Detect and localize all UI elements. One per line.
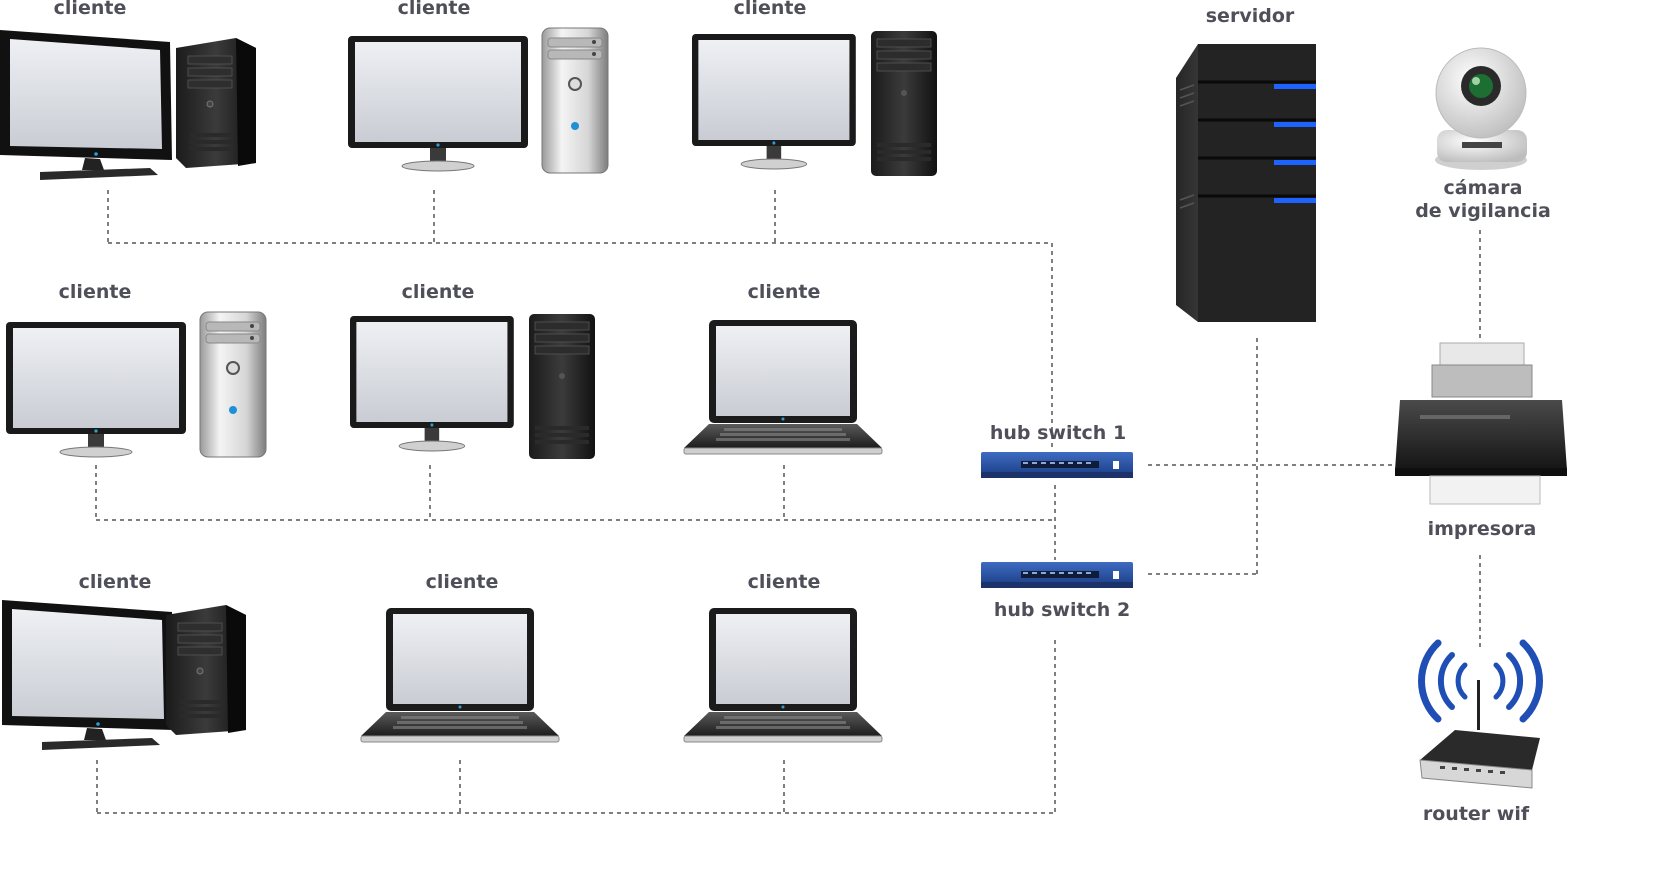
router-icon	[1418, 639, 1543, 789]
connection-lines	[95, 190, 1481, 814]
client-label: cliente	[78, 571, 152, 593]
hub-switch-1-label: hub switch 1	[989, 422, 1127, 444]
server-led	[1274, 198, 1316, 203]
client-r2-3	[683, 319, 883, 455]
server-icon	[1176, 44, 1316, 322]
monitor-icon	[2, 600, 174, 750]
client-label: cliente	[425, 571, 499, 593]
client-label: cliente	[747, 281, 821, 303]
monitor-icon	[691, 33, 857, 170]
client-label: cliente	[733, 0, 807, 19]
router-label: router wif	[1422, 803, 1530, 825]
tower-icon	[175, 37, 257, 169]
tower-icon	[199, 311, 267, 458]
client-label: cliente	[58, 281, 132, 303]
tower-icon	[870, 30, 938, 177]
camera-icon	[1435, 47, 1527, 170]
monitor-icon	[347, 35, 529, 172]
switch-icon	[981, 452, 1133, 478]
tower-icon	[165, 604, 247, 736]
camera-label-line1: cámara	[1443, 177, 1523, 199]
printer-label: impresora	[1427, 518, 1537, 540]
laptop-icon	[683, 319, 883, 455]
server-led	[1274, 160, 1316, 165]
monitor-icon	[5, 321, 187, 458]
switch-icon	[981, 562, 1133, 588]
client-r3-2	[360, 607, 560, 743]
camera-label-line2: de vigilancia	[1415, 200, 1551, 222]
client-r1-1	[0, 30, 257, 180]
tower-icon	[541, 27, 609, 174]
client-label: cliente	[401, 281, 475, 303]
laptop-icon	[683, 607, 883, 743]
hub-switch-2-label: hub switch 2	[993, 599, 1131, 621]
tower-icon	[528, 313, 596, 460]
client-r3-1	[2, 600, 247, 750]
client-label: cliente	[53, 0, 127, 19]
monitor-icon	[349, 315, 515, 452]
printer-icon	[1395, 342, 1567, 505]
client-label: cliente	[397, 0, 471, 19]
laptop-icon	[360, 607, 560, 743]
server-led	[1274, 122, 1316, 127]
server-led	[1274, 84, 1316, 89]
client-r1-2	[347, 27, 609, 174]
server-label: servidor	[1205, 5, 1295, 27]
client-label: cliente	[747, 571, 821, 593]
client-r3-3	[683, 607, 883, 743]
client-r1-3	[691, 30, 938, 177]
client-r2-1	[5, 311, 267, 458]
client-r2-2	[349, 313, 596, 460]
monitor-icon	[0, 30, 172, 180]
